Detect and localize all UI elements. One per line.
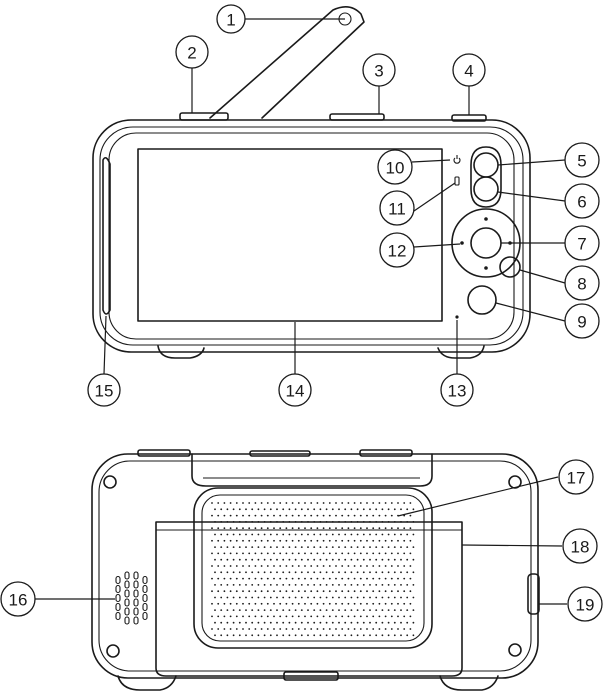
leader-lines: [35, 19, 567, 604]
button-upper: [474, 153, 498, 177]
callout-8: 8: [565, 266, 599, 300]
callout-number: 12: [388, 242, 407, 261]
callout-number: 15: [95, 382, 114, 401]
callout-number: 16: [9, 591, 28, 610]
dpad-center-button: [471, 228, 501, 258]
callout-19: 19: [568, 587, 602, 621]
microphone-hole: [455, 315, 458, 318]
callout-14: 14: [279, 374, 311, 406]
callout-18: 18: [563, 529, 597, 563]
callout-13: 13: [441, 374, 473, 406]
callout-10: 10: [378, 150, 412, 184]
callout-15: 15: [88, 374, 120, 406]
button-9: [468, 286, 496, 314]
screw-bottom-right: [509, 644, 521, 656]
callout-2: 2: [176, 36, 208, 68]
callout-1: 1: [217, 5, 245, 33]
callout-16: 16: [1, 582, 35, 616]
callout-number: 1: [226, 11, 235, 30]
screw-bottom-left: [107, 645, 119, 657]
callout-number: 9: [577, 313, 586, 332]
callout-11: 11: [380, 191, 414, 225]
top-button-center: [330, 114, 384, 120]
callout-number: 19: [576, 596, 595, 615]
callout-number: 18: [571, 538, 590, 557]
callout-17: 17: [559, 460, 593, 494]
side-speaker-slots: [116, 572, 147, 624]
back-body-inner: [99, 461, 531, 671]
callout-number: 2: [187, 44, 196, 63]
callout-6: 6: [565, 184, 599, 218]
callout-9: 9: [565, 304, 599, 338]
front-body-outer: [93, 120, 530, 352]
callout-number: 14: [286, 382, 305, 401]
callout-12: 12: [380, 233, 414, 267]
callout-4: 4: [453, 54, 485, 86]
button-lower: [474, 177, 498, 201]
callout-number: 5: [577, 152, 586, 171]
callout-number: 13: [448, 382, 467, 401]
callout-5: 5: [565, 143, 599, 177]
callout-7: 7: [565, 226, 599, 260]
callout-number: 11: [388, 200, 406, 219]
back-view: [92, 450, 539, 690]
callout-number: 3: [374, 62, 383, 81]
callout-number: 8: [577, 275, 586, 294]
callout-number: 17: [567, 469, 586, 488]
indicator-light-icon: [455, 177, 459, 185]
screw-top-left: [104, 476, 116, 488]
power-icon: [454, 155, 460, 163]
callout-3: 3: [363, 54, 395, 86]
top-button-left: [180, 113, 228, 120]
callout-number: 10: [386, 159, 405, 178]
speaker-panel: [194, 488, 432, 648]
callout-number: 4: [464, 62, 473, 81]
callout-number: 6: [577, 193, 586, 212]
callout-number: 7: [577, 235, 586, 254]
antenna-folded: [192, 454, 432, 486]
